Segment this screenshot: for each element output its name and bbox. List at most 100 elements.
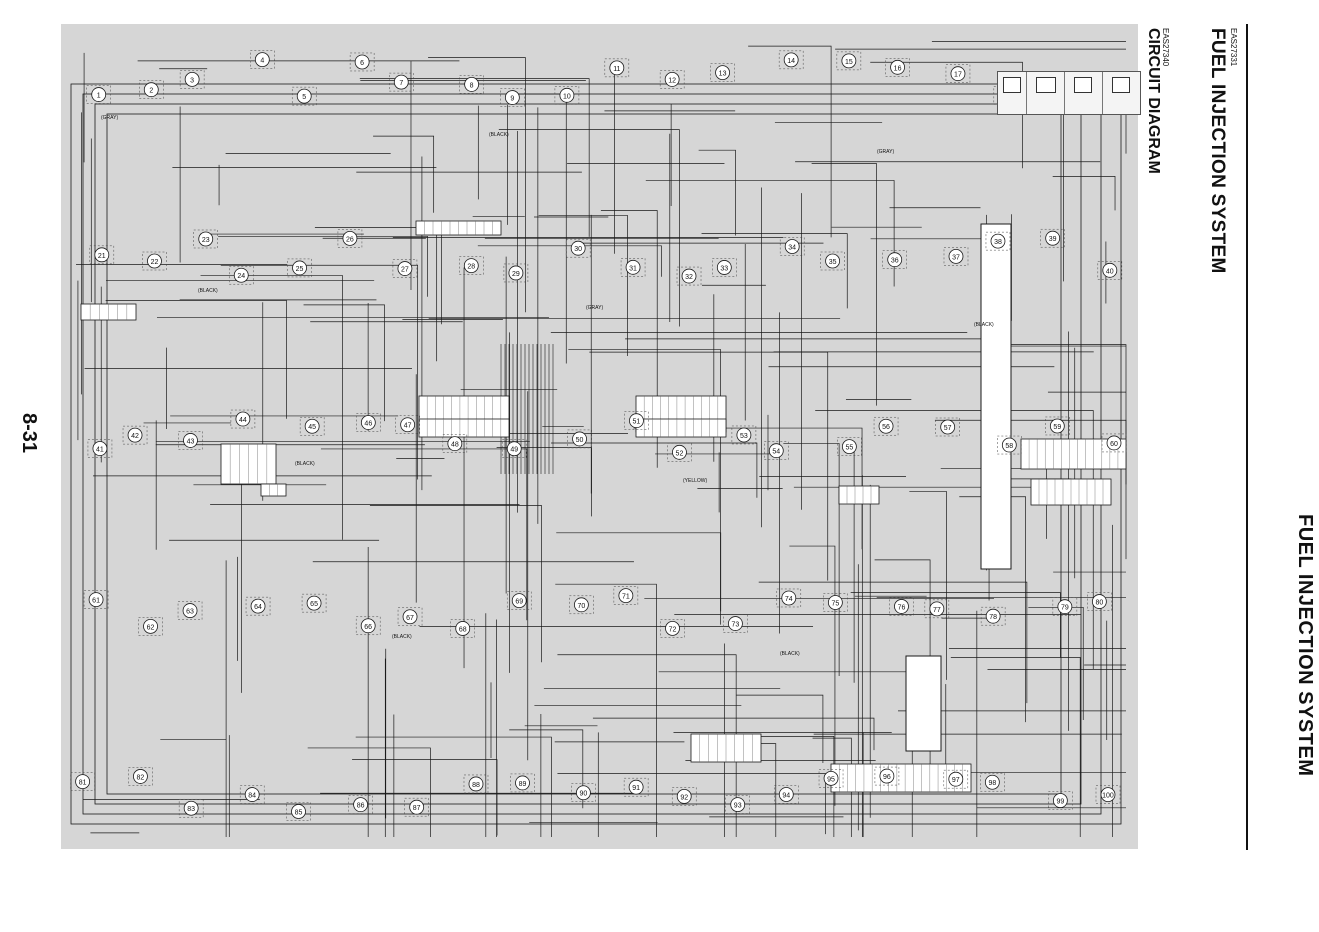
circuit-diagram: 1234567891011121314151617181920212223242…	[61, 24, 1138, 849]
component-35: 35	[820, 251, 845, 271]
component-54: 54	[764, 441, 789, 460]
component-circle-icon	[778, 787, 794, 802]
component-circle-icon	[92, 441, 108, 456]
svg-text:57: 57	[944, 425, 952, 432]
component-circle-icon	[506, 441, 522, 457]
component-7: 7	[389, 72, 414, 92]
component-circle-icon	[1091, 594, 1107, 609]
component-circle-icon	[887, 252, 903, 268]
component-circle-icon	[948, 248, 964, 264]
connector-icon	[830, 763, 972, 793]
component-circle-icon	[463, 258, 479, 273]
component-circle-icon	[147, 253, 162, 269]
svg-text:68: 68	[459, 626, 467, 633]
component-59: 59	[1045, 416, 1070, 436]
svg-text:71: 71	[622, 594, 630, 601]
svg-text:53: 53	[740, 433, 748, 440]
svg-text:7: 7	[399, 80, 403, 87]
svg-text:30: 30	[574, 246, 582, 253]
ecu-block-icon	[905, 655, 942, 752]
component-28: 28	[459, 256, 484, 275]
svg-text:42: 42	[131, 433, 139, 440]
component-78: 78	[980, 606, 1006, 626]
svg-text:4: 4	[260, 58, 264, 65]
connector-color-label: (BLACK)	[295, 461, 315, 467]
svg-text:28: 28	[467, 264, 475, 271]
svg-text:50: 50	[576, 437, 584, 444]
component-circle-icon	[736, 427, 752, 443]
component-37: 37	[943, 247, 969, 266]
connector-icon	[838, 485, 880, 505]
component-circle-icon	[827, 595, 843, 610]
svg-text:13: 13	[719, 71, 727, 78]
component-9: 9	[500, 88, 525, 107]
component-14: 14	[778, 50, 804, 70]
component-95: 95	[818, 769, 844, 788]
component-2: 2	[139, 80, 164, 99]
svg-text:95: 95	[827, 776, 835, 783]
svg-text:8: 8	[470, 82, 474, 89]
svg-text:59: 59	[1053, 424, 1061, 431]
svg-text:73: 73	[732, 622, 740, 629]
component-51: 51	[624, 411, 649, 430]
svg-text:100: 100	[1102, 793, 1114, 800]
svg-text:98: 98	[988, 780, 996, 787]
component-circle-icon	[948, 771, 964, 787]
component-circle-icon	[825, 253, 840, 269]
svg-text:55: 55	[845, 445, 853, 452]
component-circle-icon	[1057, 599, 1073, 615]
component-33: 33	[712, 258, 737, 277]
component-68: 68	[450, 619, 475, 638]
component-circle-icon	[360, 618, 376, 634]
component-8: 8	[459, 75, 484, 94]
svg-text:5: 5	[302, 94, 306, 101]
component-circle-icon	[573, 597, 589, 613]
component-circle-icon	[235, 411, 251, 427]
svg-text:36: 36	[891, 258, 899, 265]
component-89: 89	[510, 773, 535, 793]
svg-text:44: 44	[239, 417, 247, 424]
svg-text:49: 49	[510, 447, 518, 454]
svg-text:82: 82	[137, 774, 145, 781]
component-94: 94	[774, 785, 799, 804]
component-circle-icon	[1045, 230, 1061, 246]
component-32: 32	[676, 266, 702, 286]
svg-text:93: 93	[734, 803, 742, 810]
legend-cell	[1026, 72, 1065, 114]
component-92: 92	[671, 787, 697, 806]
component-10: 10	[554, 86, 580, 105]
component-circle-icon	[672, 444, 687, 460]
component-75: 75	[823, 593, 848, 612]
component-90: 90	[571, 783, 596, 802]
component-circle-icon	[1102, 262, 1118, 278]
connector-color-label: (GRAY)	[586, 305, 603, 311]
component-3: 3	[179, 70, 205, 89]
component-1: 1	[86, 85, 111, 104]
component-circle-icon	[75, 774, 91, 789]
component-36: 36	[882, 250, 907, 269]
component-circle-icon	[360, 415, 376, 430]
component-circle-icon	[342, 230, 358, 246]
svg-text:63: 63	[186, 609, 194, 616]
svg-text:91: 91	[632, 785, 640, 792]
component-circle-icon	[233, 267, 249, 283]
svg-text:81: 81	[79, 780, 87, 787]
svg-text:46: 46	[364, 421, 372, 428]
component-72: 72	[660, 619, 685, 638]
connector-icon	[1112, 77, 1130, 93]
component-circle-icon	[665, 620, 680, 636]
svg-text:72: 72	[669, 626, 677, 633]
legend-cell	[1102, 72, 1140, 114]
component-circle-icon	[94, 247, 110, 263]
component-circle-icon	[841, 53, 857, 69]
component-circle-icon	[1100, 787, 1116, 803]
svg-text:83: 83	[187, 806, 195, 813]
component-circle-icon	[715, 65, 730, 81]
svg-text:99: 99	[1056, 799, 1064, 806]
svg-text:10: 10	[563, 93, 571, 100]
connector-icon	[260, 483, 287, 497]
svg-text:85: 85	[295, 809, 303, 816]
svg-text:45: 45	[308, 424, 316, 431]
component-circle-icon	[841, 439, 857, 455]
svg-text:94: 94	[782, 792, 790, 799]
